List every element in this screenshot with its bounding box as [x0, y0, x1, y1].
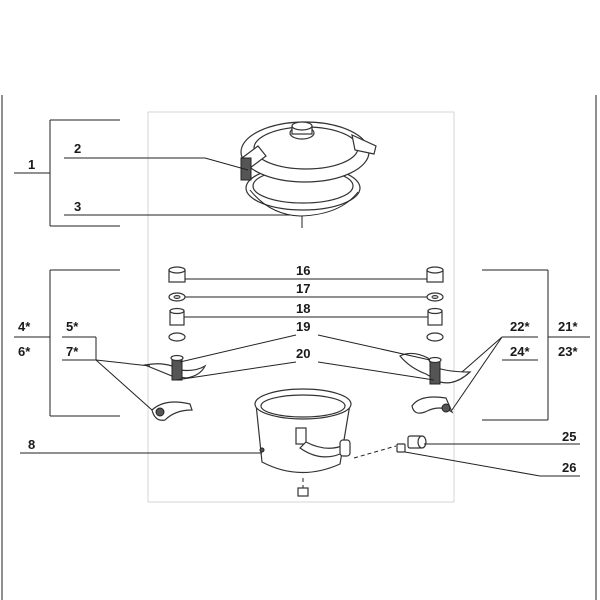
callout-2: 2 [74, 141, 81, 156]
callout-20: 20 [296, 346, 310, 361]
knob-icon [407, 435, 427, 449]
washer-icon [426, 292, 444, 302]
leader-19b [317, 334, 431, 361]
leader-26a [404, 451, 541, 477]
leader-2b [204, 157, 249, 171]
bracket-4-6 [14, 269, 120, 417]
callout-26: 26 [562, 460, 576, 475]
pin-icon [396, 443, 406, 453]
drawing-frame [147, 111, 455, 503]
bushing-icon [426, 266, 444, 283]
leader-19a [179, 334, 297, 363]
leader-24b [451, 336, 503, 411]
bracket-1 [14, 119, 120, 227]
callout-5: 5* [66, 319, 79, 334]
blade-icon [399, 352, 472, 385]
callout-21: 21* [558, 319, 578, 334]
assembly-dash-line [353, 445, 397, 459]
callout-18: 18 [296, 301, 310, 316]
callout-23: 23* [558, 344, 578, 359]
callout-17: 17 [296, 281, 310, 296]
bowl-icon [254, 388, 352, 498]
bracket-21-23 [482, 269, 590, 421]
washer-icon [426, 332, 444, 342]
blade-icon [411, 396, 454, 414]
callout-7: 7* [66, 344, 79, 359]
callout-24: 24* [510, 344, 530, 359]
spacer-icon [169, 307, 185, 326]
leader-20a [175, 361, 297, 381]
callout-8: 8 [28, 437, 35, 452]
lid-assembly-icon [240, 121, 377, 228]
callout-3: 3 [74, 199, 81, 214]
callout-16: 16 [296, 263, 310, 278]
washer-icon [168, 332, 186, 342]
callout-6: 6* [18, 344, 31, 359]
blade-icon [142, 354, 207, 381]
leader-5c [95, 359, 151, 367]
blade-icon [151, 401, 193, 421]
callout-25: 25 [562, 429, 576, 444]
leader-22b [461, 336, 503, 373]
leader-20b [317, 361, 435, 381]
callout-19: 19 [296, 319, 310, 334]
callout-22: 22* [510, 319, 530, 334]
callout-1: 1 [28, 157, 35, 172]
callout-4: 4* [18, 319, 31, 334]
spacer-icon [427, 307, 443, 326]
washer-icon [168, 292, 186, 302]
bushing-icon [168, 266, 186, 283]
leader-7b [95, 359, 153, 411]
